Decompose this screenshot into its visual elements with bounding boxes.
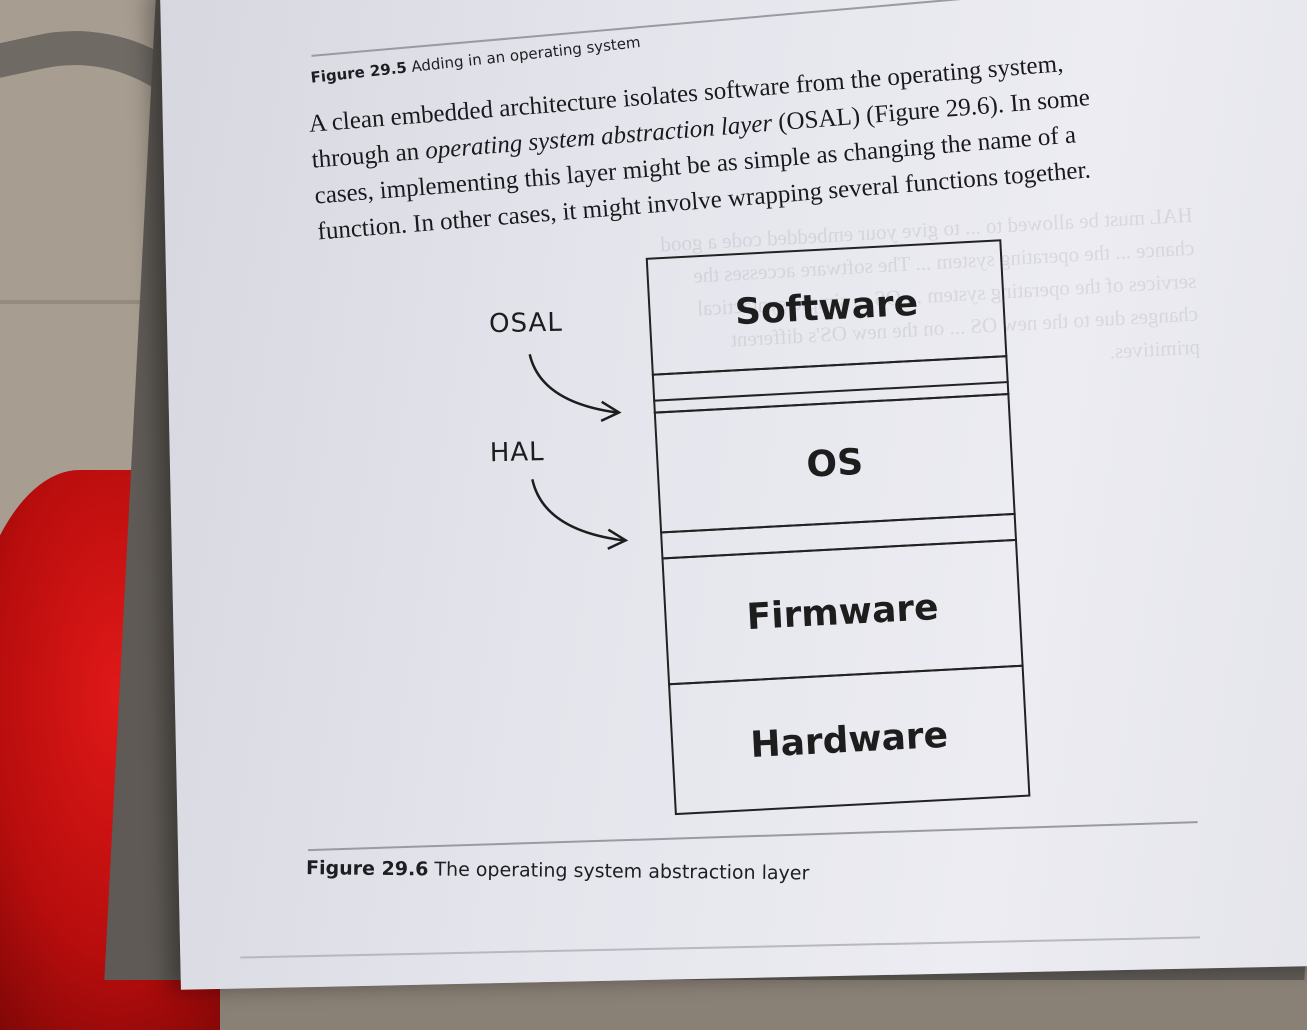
firmware-layer: Firmware <box>661 538 1024 686</box>
software-layer: Software <box>645 239 1008 376</box>
book-page: Figure 29.5 Adding in an operating syste… <box>160 0 1307 990</box>
hal-arrowhead <box>607 528 629 550</box>
osal-arrow <box>528 354 618 414</box>
os-layer: OS <box>653 393 1016 534</box>
hal-arrow <box>531 479 624 542</box>
arrows <box>528 354 629 550</box>
layer-stack-diagram: Software OS Firmware Hardware <box>645 239 1035 817</box>
osal-arrowhead <box>600 400 622 422</box>
figure-29-6-title: The operating system abstraction layer <box>434 858 810 885</box>
hardware-layer: Hardware <box>668 664 1031 816</box>
figure-29-6-number: Figure 29.6 <box>305 857 429 881</box>
